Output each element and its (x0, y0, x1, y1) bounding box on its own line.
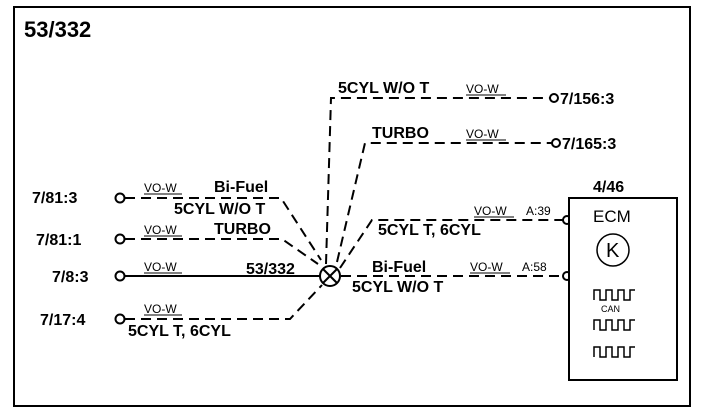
terminal-7-81-3 (114, 192, 126, 204)
wire-color-7-165-3: VO-W (466, 127, 499, 141)
connector-label-7-8-3: 7/8:3 (52, 269, 89, 286)
option-bi-fuel-left: Bi-Fuel (214, 179, 268, 196)
wire-color-a58: VO-W (470, 260, 503, 274)
wire-7-156-3 (325, 97, 550, 265)
terminal-7-17-4 (114, 313, 126, 325)
square-wave-icon (593, 289, 635, 301)
terminal-7-81-1 (114, 233, 126, 245)
wire-7-165-3 (336, 142, 552, 263)
svg-text:K: K (606, 240, 620, 262)
terminal-7-165-3 (551, 138, 561, 148)
pin-label-a39: A:39 (526, 204, 551, 218)
splice-icon (319, 265, 341, 287)
wire-color-7-81-3: VO-W (144, 181, 177, 195)
wire-color-7-8-3: VO-W (144, 260, 177, 274)
wire-color-7-81-1: VO-W (144, 223, 177, 237)
wire-color-7-17-4: VO-W (144, 302, 177, 316)
option-bi-fuel-right: Bi-Fuel (372, 259, 426, 276)
connector-label-7-165-3: 7/165:3 (562, 136, 616, 153)
diagram-title: 53/332 (24, 17, 91, 42)
wire-7-17-4 (125, 284, 323, 320)
connector-label-7-81-1: 7/81:1 (36, 232, 81, 249)
wire-7-81-1 (125, 238, 319, 265)
connector-label-7-81-3: 7/81:3 (32, 190, 77, 207)
option-5cyl-t-6cyl-right: 5CYL T, 6CYL (378, 222, 481, 239)
can-bus-icon (593, 319, 635, 331)
can-label: CAN (601, 304, 620, 314)
wire-7-81-3 (125, 197, 322, 261)
option-5cyl-t-6cyl-left: 5CYL T, 6CYL (128, 323, 231, 340)
connector-label-7-156-3: 7/156:3 (560, 91, 614, 108)
diagram-frame (13, 6, 691, 407)
ecm-name: ECM (593, 207, 631, 226)
pin-label-a58: A:58 (522, 260, 547, 274)
ecm-ref-label: 4/46 (593, 179, 624, 196)
splice-label: 53/332 (246, 261, 295, 278)
k-line-icon: K (596, 233, 630, 267)
option-turbo-top: TURBO (372, 125, 429, 142)
option-5cyl-wot-right: 5CYL W/O T (352, 279, 443, 296)
wire-color-a39: VO-W (474, 204, 507, 218)
connector-label-7-17-4: 7/17:4 (40, 312, 85, 329)
square-wave-icon-bottom (593, 346, 635, 358)
terminal-7-8-3 (114, 270, 126, 282)
option-turbo-left: TURBO (214, 221, 271, 238)
ecm-box (568, 197, 678, 381)
wire-ecm-a39 (339, 219, 563, 269)
terminal-7-156-3 (549, 93, 559, 103)
option-5cyl-wot-left: 5CYL W/O T (174, 201, 265, 218)
option-5cyl-wot-top: 5CYL W/O T (338, 80, 429, 97)
wire-color-7-156-3: VO-W (466, 82, 499, 96)
